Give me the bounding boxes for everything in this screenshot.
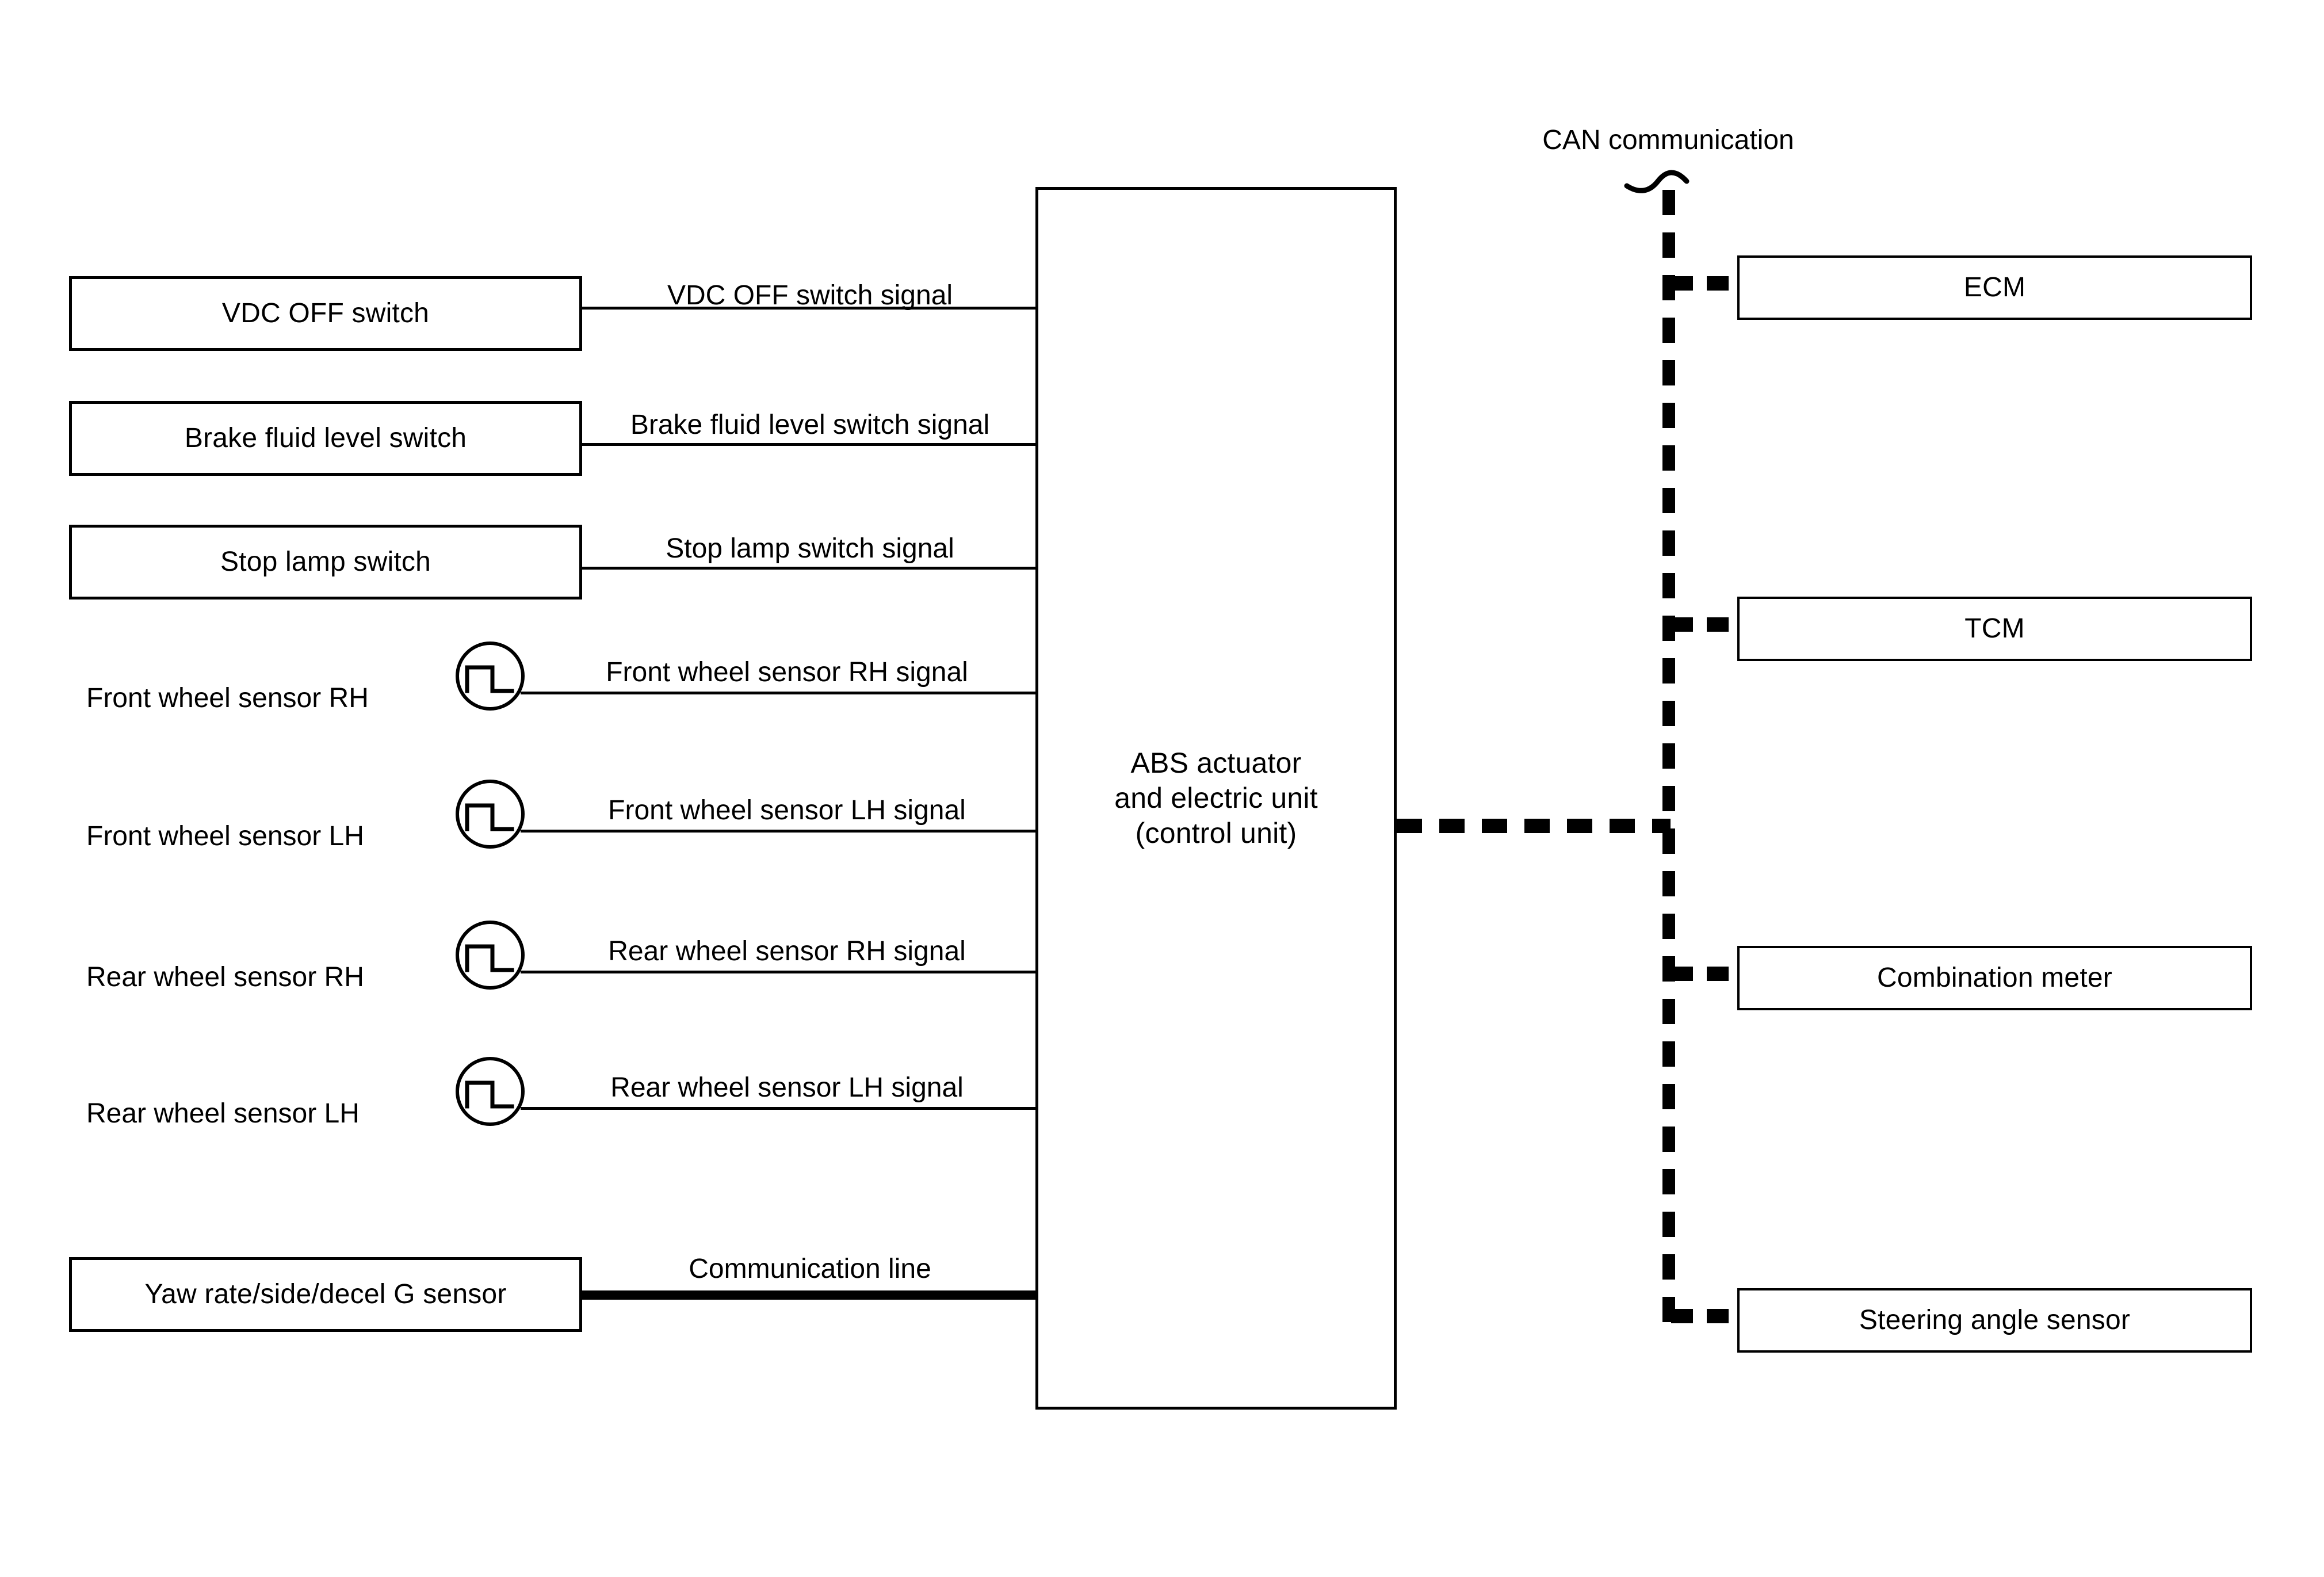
can-bus-vertical-trunk	[1662, 190, 1675, 1323]
abs-actuator-label: ABS actuator and electric unit (control …	[1114, 747, 1318, 849]
stop-lamp-switch-signal-label: Stop lamp switch signal	[666, 533, 954, 564]
communication-line-label: Communication line	[689, 1254, 931, 1284]
tcm-label: TCM	[1964, 613, 2025, 644]
brake-fluid-level-switch-signal-label: Brake fluid level switch signal	[630, 410, 990, 440]
ecm-box[interactable]: ECM	[1737, 255, 2252, 320]
brake-fluid-level-switch-label: Brake fluid level switch	[184, 422, 467, 453]
rear-wheel-sensor-rh-signal-line	[521, 971, 1037, 973]
rear-wheel-sensor-lh-signal-label: Rear wheel sensor LH signal	[610, 1072, 964, 1103]
combination-meter-box[interactable]: Combination meter	[1737, 946, 2252, 1010]
vdc-off-switch-label: VDC OFF switch	[221, 297, 430, 329]
stop-lamp-switch-signal-line	[582, 567, 1037, 570]
front-wheel-sensor-lh-label: Front wheel sensor LH	[86, 821, 364, 851]
front-wheel-sensor-rh-signal-label: Front wheel sensor RH signal	[606, 657, 968, 688]
vdc-off-switch-box[interactable]: VDC OFF switch	[69, 276, 582, 351]
combination-meter-label: Combination meter	[1877, 962, 2112, 993]
front-wheel-sensor-lh-pulse-icon	[454, 778, 526, 850]
can-stub-ecm	[1671, 276, 1743, 291]
front-wheel-sensor-rh-label: Front wheel sensor RH	[86, 683, 369, 713]
steering-angle-sensor-label: Steering angle sensor	[1859, 1304, 2131, 1335]
rear-wheel-sensor-lh-signal-line	[521, 1107, 1037, 1110]
brake-fluid-level-switch-box[interactable]: Brake fluid level switch	[69, 401, 582, 476]
front-wheel-sensor-rh-pulse-icon	[454, 640, 526, 712]
yaw-rate-sensor-label: Yaw rate/side/decel G sensor	[144, 1278, 507, 1309]
vdc-off-switch-signal-line	[582, 307, 1037, 310]
rear-wheel-sensor-rh-label: Rear wheel sensor RH	[86, 962, 364, 992]
yaw-rate-sensor-communication-line	[582, 1290, 1037, 1300]
yaw-rate-sensor-box[interactable]: Yaw rate/side/decel G sensor	[69, 1257, 582, 1332]
vdc-off-switch-signal-label: VDC OFF switch signal	[667, 280, 953, 311]
rear-wheel-sensor-lh-label: Rear wheel sensor LH	[86, 1098, 360, 1129]
stop-lamp-switch-box[interactable]: Stop lamp switch	[69, 525, 582, 600]
front-wheel-sensor-rh-signal-line	[521, 692, 1037, 694]
tcm-box[interactable]: TCM	[1737, 597, 2252, 661]
steering-angle-sensor-box[interactable]: Steering angle sensor	[1737, 1288, 2252, 1353]
rear-wheel-sensor-lh-pulse-icon	[454, 1056, 526, 1127]
can-communication-label: CAN communication	[1542, 125, 1794, 155]
stop-lamp-switch-label: Stop lamp switch	[220, 546, 431, 577]
can-stub-steering-angle-sensor	[1671, 1309, 1743, 1323]
brake-fluid-level-switch-signal-line	[582, 443, 1037, 446]
front-wheel-sensor-lh-signal-label: Front wheel sensor LH signal	[608, 795, 966, 826]
rear-wheel-sensor-rh-pulse-icon	[454, 919, 526, 991]
ecm-label: ECM	[1963, 272, 2026, 303]
front-wheel-sensor-lh-signal-line	[521, 830, 1037, 833]
rear-wheel-sensor-rh-signal-label: Rear wheel sensor RH signal	[608, 936, 966, 967]
can-stub-combination-meter	[1671, 967, 1743, 981]
can-bus-break-icon	[1622, 158, 1708, 198]
can-stub-tcm	[1671, 617, 1743, 632]
abs-actuator-control-unit-box[interactable]: ABS actuator and electric unit (control …	[1035, 187, 1397, 1410]
can-bus-link-abs-to-trunk	[1397, 819, 1671, 833]
